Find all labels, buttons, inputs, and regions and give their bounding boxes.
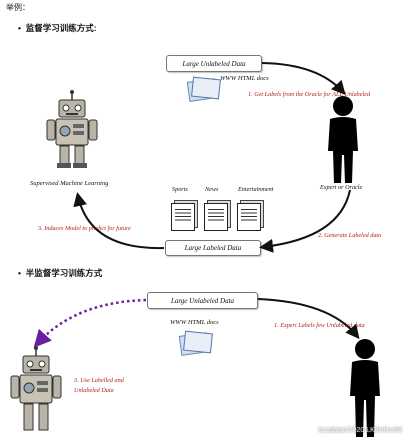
semi-supervised-title: • 半监督学习训练方式 [18,269,102,278]
document-entertainment-icon [237,203,261,231]
supervised-step1: 1. Get Labels from the Oracle for ALL Un… [248,91,371,98]
bullet: • [18,23,26,33]
semi-unlabeled-box: Large Unlabeled Data [147,292,258,309]
category-label: Sports [172,186,188,193]
supervised-step3: 3. Induces Model to predict for future [38,225,131,232]
semi-supervised-title-text: 半监督学习训练方式 [25,268,103,278]
arrow-labeled-to-robot [73,192,165,250]
supervised-title-text: 监督学习训练方式: [25,23,97,33]
supervised-www-docs-label: WWW HTML docs [220,75,269,82]
semi-step3-line2: Unlabeled Data [74,387,114,394]
supervised-labeled-box: Large Labeled Data [165,240,261,256]
category-label: News [205,186,219,193]
document-news-icon [204,203,228,231]
semi-step3-line1: 3. Use Labelled and [74,377,124,384]
supervised-title: • 监督学习训练方式: [18,24,97,33]
robot-icon [46,90,98,168]
semi-person-icon [350,339,380,437]
semi-dotted-arrow-to-robot [33,298,147,348]
oracle-label: Expert or Oracle [320,184,363,191]
watermark: hzsdatan/2020 LK/linlinz80 [318,427,402,434]
supervised-step2: 2. Generate Labeled data [318,232,382,239]
oracle-person-icon [328,96,358,183]
semi-www-docs-label: WWW HTML docs [170,319,219,326]
semi-arrow-unlabeled-to-person [257,298,360,340]
supervised-unlabeled-box: Large Unlabeled Data [166,55,262,72]
document-sports-icon [171,203,195,231]
robot-caption: Supervised Machine Learning [30,180,109,187]
category-label: Entertainment [238,186,274,193]
bullet: • [18,268,26,278]
arrow-unlabeled-to-oracle [261,62,346,95]
arrow-oracle-to-labeled [259,189,351,253]
semi-step1: 1. Expert Labels few Unlabeled data [274,322,365,329]
example-heading: 举例： [6,3,30,12]
